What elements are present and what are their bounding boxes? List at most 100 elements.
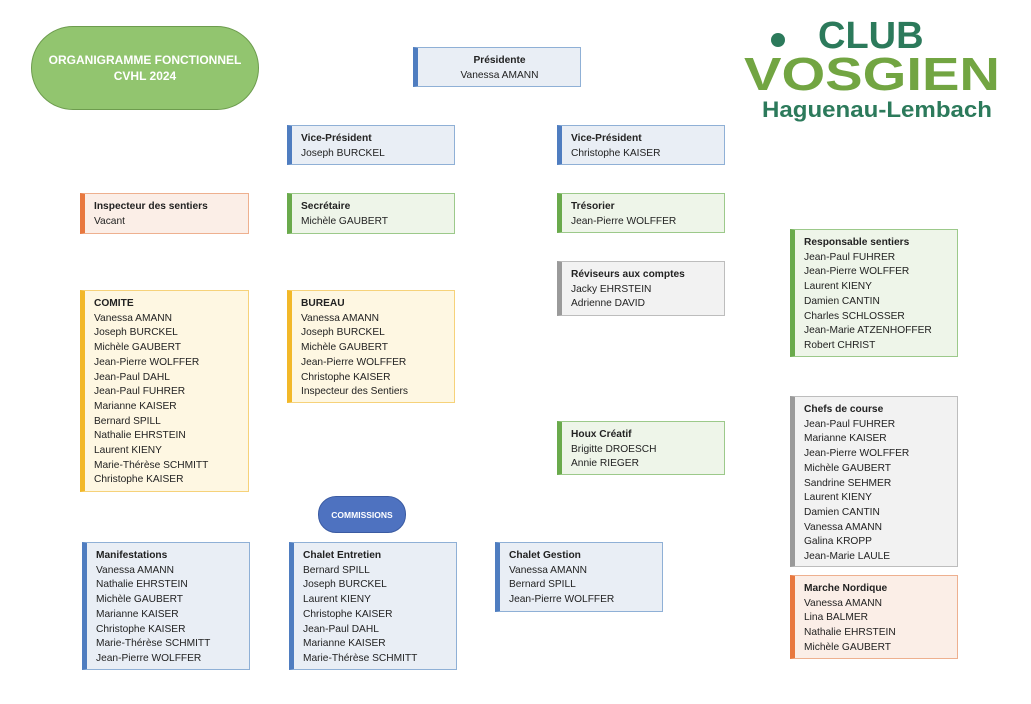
member: Bernard SPILL (509, 579, 576, 591)
member: Annie RIEGER (571, 458, 639, 470)
member: Jean-Pierre WOLFFER (94, 356, 200, 368)
member: Galina KROPP (804, 536, 872, 548)
box-responsable-sentiers: Responsable sentiers Jean-Paul FUHRER Je… (790, 229, 958, 357)
box-reviseurs-comptes: Réviseurs aux comptes Jacky EHRSTEIN Adr… (557, 261, 725, 316)
member: Vanessa AMANN (460, 69, 539, 81)
presidente-title: Présidente (473, 55, 526, 66)
member: Nathalie EHRSTEIN (804, 627, 896, 639)
comite-title: COMITE (94, 298, 134, 309)
member: Jean-Paul FUHRER (804, 418, 896, 430)
secretaire-title: Secrétaire (301, 201, 351, 212)
resp-sentiers-title: Responsable sentiers (804, 237, 910, 248)
member: Christophe KAISER (303, 608, 393, 620)
box-inspecteur-sentiers: Inspecteur des sentiers Vacant (80, 193, 249, 234)
member: Jean-Pierre WOLFFER (804, 448, 910, 460)
box-vice-president-2: Vice-Président Christophe KAISER (557, 125, 725, 165)
logo-word-haguenau: Haguenau-Lembach (762, 97, 992, 122)
member: Marianne KAISER (303, 638, 386, 650)
bureau-title: BUREAU (301, 298, 345, 309)
member: Jean-Pierre WOLFFER (96, 652, 202, 664)
member: Marie-Thérèse SCHMITT (96, 638, 211, 650)
member: Damien CANTIN (804, 506, 880, 518)
box-marche-nordique: Marche Nordique Vanessa AMANN Lina BALME… (790, 575, 958, 659)
member: Joseph BURCKEL (303, 579, 387, 591)
member: Jean-Paul FUHRER (804, 251, 896, 263)
member: Vanessa AMANN (804, 521, 882, 533)
member: Michèle GAUBERT (301, 342, 388, 354)
member: Christophe KAISER (571, 147, 661, 159)
box-secretaire: Secrétaire Michèle GAUBERT (287, 193, 455, 234)
member: Jean-Pierre WOLFFER (571, 215, 677, 227)
chalet-entretien-title: Chalet Entretien (303, 550, 382, 561)
box-presidente: Présidente Vanessa AMANN (413, 47, 581, 87)
member: Laurent KIENY (804, 281, 872, 293)
member: Marianne KAISER (96, 608, 179, 620)
commissions-label: COMMISSIONS (318, 496, 406, 533)
member: Marianne KAISER (804, 433, 887, 445)
member: Sandrine SEHMER (804, 477, 892, 489)
box-chefs-de-course: Chefs de course Jean-Paul FUHRER Mariann… (790, 396, 958, 567)
org-chart-title: ORGANIGRAMME FONCTIONNEL CVHL 2024 (31, 26, 259, 110)
member: Lina BALMER (804, 612, 868, 624)
member: Jean-Pierre WOLFFER (509, 594, 615, 606)
member: Vanessa AMANN (804, 597, 882, 609)
member: Marie-Thérèse SCHMITT (303, 652, 418, 664)
houx-title: Houx Créatif (571, 429, 632, 440)
member: Jacky EHRSTEIN (571, 283, 652, 295)
vp1-title: Vice-Président (301, 133, 372, 144)
member: Michèle GAUBERT (96, 594, 183, 606)
member: Vanessa AMANN (94, 312, 172, 324)
member: Brigitte DROESCH (571, 443, 657, 455)
box-manifestations: Manifestations Vanessa AMANN Nathalie EH… (82, 542, 250, 670)
club-vosgien-logo: CLUB VOSGIEN Haguenau-Lembach (744, 15, 1000, 122)
member: Laurent KIENY (94, 445, 162, 457)
member: Robert CHRIST (804, 339, 876, 351)
member: Jean-Marie ATZENHOFFER (804, 325, 932, 337)
member: Christophe KAISER (301, 371, 391, 383)
box-chalet-entretien: Chalet Entretien Bernard SPILL Joseph BU… (289, 542, 457, 670)
title-line-2: CVHL 2024 (113, 69, 177, 83)
member: Adrienne DAVID (571, 298, 645, 310)
member: Laurent KIENY (303, 594, 371, 606)
vp2-title: Vice-Président (571, 133, 642, 144)
logo-word-vosgien: VOSGIEN (744, 48, 1000, 100)
box-chalet-gestion: Chalet Gestion Vanessa AMANN Bernard SPI… (495, 542, 663, 612)
chalet-gestion-title: Chalet Gestion (509, 550, 581, 561)
member: Nathalie EHRSTEIN (94, 430, 186, 442)
inspecteur-title: Inspecteur des sentiers (94, 201, 208, 212)
box-comite: COMITE Vanessa AMANN Joseph BURCKEL Mich… (80, 290, 249, 492)
member: Inspecteur des Sentiers (301, 386, 409, 398)
reviseurs-title: Réviseurs aux comptes (571, 269, 685, 280)
member: Michèle GAUBERT (804, 462, 891, 474)
member: Joseph BURCKEL (94, 327, 178, 339)
logo-word-club: CLUB (818, 15, 924, 57)
member: Michèle GAUBERT (301, 215, 388, 227)
member: Joseph BURCKEL (301, 147, 385, 159)
chefs-title: Chefs de course (804, 404, 884, 415)
member: Vanessa AMANN (96, 564, 174, 576)
member: Jean-Marie LAULE (804, 551, 891, 563)
member: Joseph BURCKEL (301, 327, 385, 339)
member: Bernard SPILL (94, 415, 161, 427)
box-vice-president-1: Vice-Président Joseph BURCKEL (287, 125, 455, 165)
member: Jean-Pierre WOLFFER (804, 266, 910, 278)
box-tresorier: Trésorier Jean-Pierre WOLFFER (557, 193, 725, 233)
member: Marie-Thérèse SCHMITT (94, 459, 209, 471)
member: Jean-Pierre WOLFFER (301, 356, 407, 368)
member: Marianne KAISER (94, 400, 177, 412)
member: Christophe KAISER (96, 623, 186, 635)
logo-tree-icon (771, 33, 785, 47)
manifestations-title: Manifestations (96, 550, 168, 561)
member: Jean-Paul DAHL (94, 371, 170, 383)
member: Michèle GAUBERT (804, 641, 891, 653)
member: Vanessa AMANN (509, 564, 587, 576)
member: Jean-Paul DAHL (303, 623, 379, 635)
member: Charles SCHLOSSER (804, 310, 905, 322)
member: Michèle GAUBERT (94, 342, 181, 354)
box-bureau: BUREAU Vanessa AMANN Joseph BURCKEL Mich… (287, 290, 455, 403)
member: Damien CANTIN (804, 295, 880, 307)
box-houx-creatif: Houx Créatif Brigitte DROESCH Annie RIEG… (557, 421, 725, 475)
tresorier-title: Trésorier (571, 201, 615, 212)
member: Laurent KIENY (804, 492, 872, 504)
member: Nathalie EHRSTEIN (96, 579, 188, 591)
